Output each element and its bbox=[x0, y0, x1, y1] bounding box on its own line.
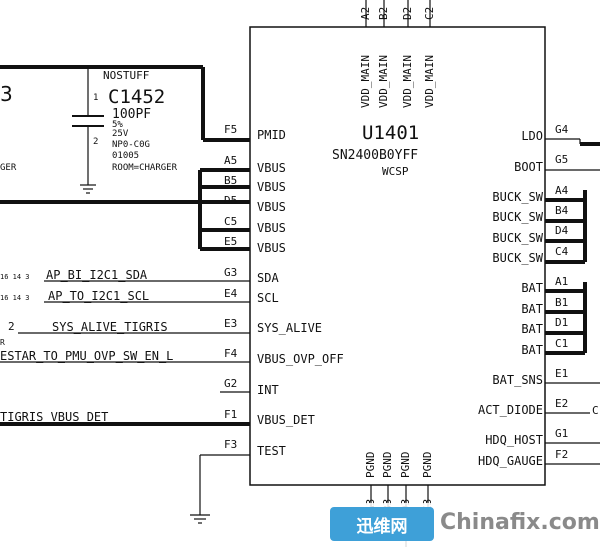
pin-name-bat-c1: BAT bbox=[521, 343, 543, 357]
cap-dielectric: NP0-C0G bbox=[112, 140, 150, 150]
watermark-logo: 迅维网 bbox=[330, 507, 434, 541]
pin-num-d5: D5 bbox=[224, 194, 238, 207]
pin-name-vbus-b5: VBUS bbox=[257, 180, 286, 194]
act-diode-net-fragment: C bbox=[592, 404, 599, 417]
pin-name-buck-b4: BUCK_SW bbox=[492, 210, 543, 224]
pin-name-vbus-c5: VBUS bbox=[257, 221, 286, 235]
pin-name-vdd-main-c2: VDD_MAIN bbox=[423, 55, 436, 108]
net-label-sda: AP_BI_I2C1_SDA bbox=[46, 268, 148, 282]
pin-num-e3: E3 bbox=[224, 317, 238, 330]
pin-name-bat-sns: BAT_SNS bbox=[492, 373, 543, 387]
pin-name-hdq-gauge: HDQ_GAUGE bbox=[477, 454, 543, 468]
cap-voltage: 25V bbox=[112, 129, 129, 139]
cap-stuff-option: NOSTUFF bbox=[103, 69, 150, 82]
pin-num-f1: F1 bbox=[224, 408, 238, 421]
pin-name-bat-b1: BAT bbox=[521, 302, 543, 316]
pin-num-b4: B4 bbox=[555, 204, 569, 217]
pin-num-e4: E4 bbox=[224, 287, 238, 300]
cap-tolerance: 5% bbox=[112, 120, 123, 130]
pin-num-a1: A1 bbox=[555, 275, 569, 288]
pin-num-a5: A5 bbox=[224, 154, 238, 167]
pin-name-buck-c4: BUCK_SW bbox=[492, 251, 543, 265]
pin-num-f4: F4 bbox=[224, 347, 238, 360]
pin-name-buck-a4: BUCK_SW bbox=[492, 190, 543, 204]
pin-num-c5: C5 bbox=[224, 215, 238, 228]
pin-name-act-diode: ACT_DIODE bbox=[477, 403, 543, 417]
pin-name-buck-d4: BUCK_SW bbox=[492, 231, 543, 245]
sheet-ref-scl: 16 14 3 bbox=[0, 294, 30, 302]
pin-name-vbus-det: VBUS_DET bbox=[257, 413, 315, 427]
pin-num-g1: G1 bbox=[555, 427, 569, 440]
chip-body bbox=[249, 26, 546, 486]
cropped-net-fragment: GER bbox=[0, 163, 17, 173]
pin-name-sys-alive: SYS_ALIVE bbox=[257, 321, 323, 335]
pin-num-g5: G5 bbox=[555, 153, 569, 166]
pin-name-pmid: PMID bbox=[257, 128, 286, 142]
cap-pin2: 2 bbox=[93, 137, 99, 147]
net-label-ovp: ESTAR_TO_PMU_OVP_SW_EN_L bbox=[0, 349, 174, 363]
pin-name-bat-a1: BAT bbox=[521, 281, 543, 295]
pin-num-a4: A4 bbox=[555, 184, 569, 197]
pin-num-c2: C2 bbox=[423, 6, 436, 20]
pin-name-sda: SDA bbox=[257, 271, 279, 285]
cap-pin1: 1 bbox=[93, 93, 99, 103]
pin-num-g4: G4 bbox=[555, 123, 569, 136]
pin-name-pgnd-b3: PGND bbox=[381, 451, 394, 479]
chip-package: WCSP bbox=[382, 165, 409, 178]
pin-name-vdd-main-b2: VDD_MAIN bbox=[377, 55, 390, 108]
pin-name-int: INT bbox=[257, 383, 279, 397]
pin-name-vbus-d5: VBUS bbox=[257, 200, 286, 214]
pin-name-pgnd-d3: PGND bbox=[399, 451, 412, 479]
cropped-designator-fragment: 3 bbox=[0, 82, 13, 106]
pin-name-bat-d1: BAT bbox=[521, 322, 543, 336]
cap-value: 100PF bbox=[112, 107, 152, 122]
pin-num-d1: D1 bbox=[555, 316, 569, 329]
pin-num-f5: F5 bbox=[224, 123, 238, 136]
net-label-vbus-det: TIGRIS_VBUS_DET bbox=[0, 410, 109, 424]
chip-part-number: SN2400B0YFF bbox=[332, 148, 419, 163]
pin-name-hdq-host: HDQ_HOST bbox=[485, 433, 543, 447]
pin-num-d4: D4 bbox=[555, 224, 569, 237]
pin-name-pgnd-a3: PGND bbox=[364, 451, 377, 479]
pin-num-b1: B1 bbox=[555, 296, 569, 309]
pin-num-b5: B5 bbox=[224, 174, 238, 187]
sheet-ref-alive: 2 bbox=[8, 320, 15, 333]
cap-size: 01005 bbox=[112, 151, 140, 161]
pin-num-e2: E2 bbox=[555, 397, 569, 410]
pin-name-pgnd-c3: PGND bbox=[421, 451, 434, 479]
pin-name-vdd-main-d2: VDD_MAIN bbox=[401, 55, 414, 108]
sheet-ref-sda: 16 14 3 bbox=[0, 273, 30, 281]
watermark-site: Chinafix.com bbox=[440, 510, 600, 535]
pin-num-f3: F3 bbox=[224, 438, 238, 451]
pin-num-d2: D2 bbox=[401, 6, 414, 20]
pin-name-boot: BOOT bbox=[514, 160, 543, 174]
net-label-scl: AP_TO_I2C1_SCL bbox=[48, 289, 150, 303]
pin-name-ldo: LDO bbox=[521, 129, 543, 143]
pin-num-g2: G2 bbox=[224, 377, 238, 390]
sheet-ref-ovp: R bbox=[0, 338, 5, 347]
pin-name-vbus-ovp-off: VBUS_OVP_OFF bbox=[257, 352, 344, 366]
pin-num-g3: G3 bbox=[224, 266, 238, 279]
net-label-sys-alive: SYS_ALIVE_TIGRIS bbox=[52, 320, 168, 334]
pin-num-b2: B2 bbox=[377, 6, 390, 20]
pin-num-e5: E5 bbox=[224, 235, 238, 248]
pin-num-e1: E1 bbox=[555, 367, 569, 380]
cap-designator: C1452 bbox=[108, 86, 166, 108]
pin-num-c1: C1 bbox=[555, 337, 569, 350]
pin-num-a2: A2 bbox=[359, 6, 372, 20]
pin-num-f2: F2 bbox=[555, 448, 569, 461]
pin-name-test: TEST bbox=[257, 444, 286, 458]
pin-name-vbus-a5: VBUS bbox=[257, 161, 286, 175]
pin-name-vbus-e5: VBUS bbox=[257, 241, 286, 255]
pin-name-scl: SCL bbox=[257, 291, 279, 305]
chip-designator: U1401 bbox=[362, 122, 420, 144]
pin-name-vdd-main-a2: VDD_MAIN bbox=[359, 55, 372, 108]
cap-room: ROOM=CHARGER bbox=[112, 163, 178, 173]
pin-num-c4: C4 bbox=[555, 245, 569, 258]
